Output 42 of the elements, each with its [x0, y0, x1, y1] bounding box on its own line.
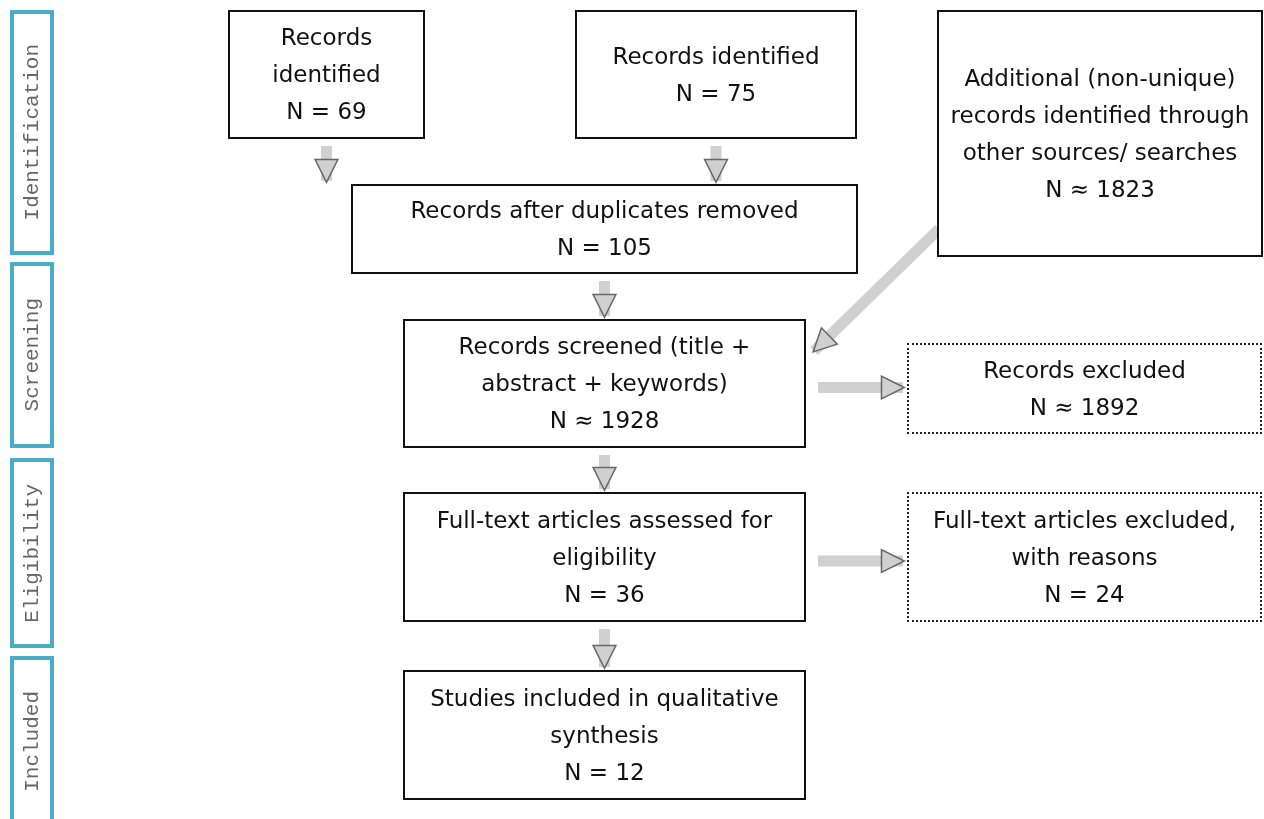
count-label: N = 75: [675, 78, 757, 108]
count-label: N ≈ 1892: [1029, 392, 1140, 422]
count-label: N ≈ 1928: [549, 406, 660, 435]
block-arrow: [592, 455, 617, 491]
exclusion-box: [907, 492, 1262, 622]
count-label: N = 105: [557, 233, 652, 262]
phase-label: Screening: [20, 298, 44, 412]
phase-band: [10, 458, 54, 648]
count-label: N = 24: [1044, 579, 1125, 609]
process-box: [403, 670, 806, 800]
box-title: Full-text articles assessed for eligibility: [435, 505, 774, 572]
phase-band: [10, 10, 54, 255]
count-label: N = 69: [286, 97, 367, 126]
block-arrow: [592, 629, 617, 669]
box-title: Records excluded: [983, 355, 1186, 385]
process-box: [937, 10, 1263, 257]
count-label: N ≈ 1823: [1045, 174, 1155, 204]
process-box: [575, 10, 857, 139]
phase-label: Identification: [20, 44, 44, 221]
phase-label: Eligibility: [20, 483, 44, 623]
box-title: Full-text articles excluded, with reasons: [932, 505, 1237, 572]
box-title: Records screened (title + abstract + keywords): [457, 332, 752, 398]
process-box: [228, 10, 425, 139]
block-arrow: [703, 146, 729, 183]
box-title: Records after duplicates removed: [410, 196, 799, 225]
phase-label: Included: [20, 690, 44, 792]
phase-band: [10, 262, 54, 448]
block-arrow: [818, 548, 905, 574]
phase-band: [10, 656, 54, 819]
block-arrow: [592, 281, 617, 318]
count-label: N = 36: [564, 579, 645, 609]
process-box: [403, 492, 806, 622]
count-label: N = 12: [564, 757, 645, 787]
box-title: Records identified: [612, 41, 820, 71]
block-arrow: [818, 375, 905, 400]
box-title: Studies included in qualitative synthesis: [429, 683, 780, 750]
process-box: [403, 319, 806, 448]
process-box: [351, 184, 858, 274]
block-arrow: [314, 146, 339, 183]
exclusion-box: [907, 343, 1262, 434]
box-title: Additional (non-unique) records identified through other sources/ searches: [949, 63, 1251, 167]
box-title: Records identified: [271, 23, 382, 89]
